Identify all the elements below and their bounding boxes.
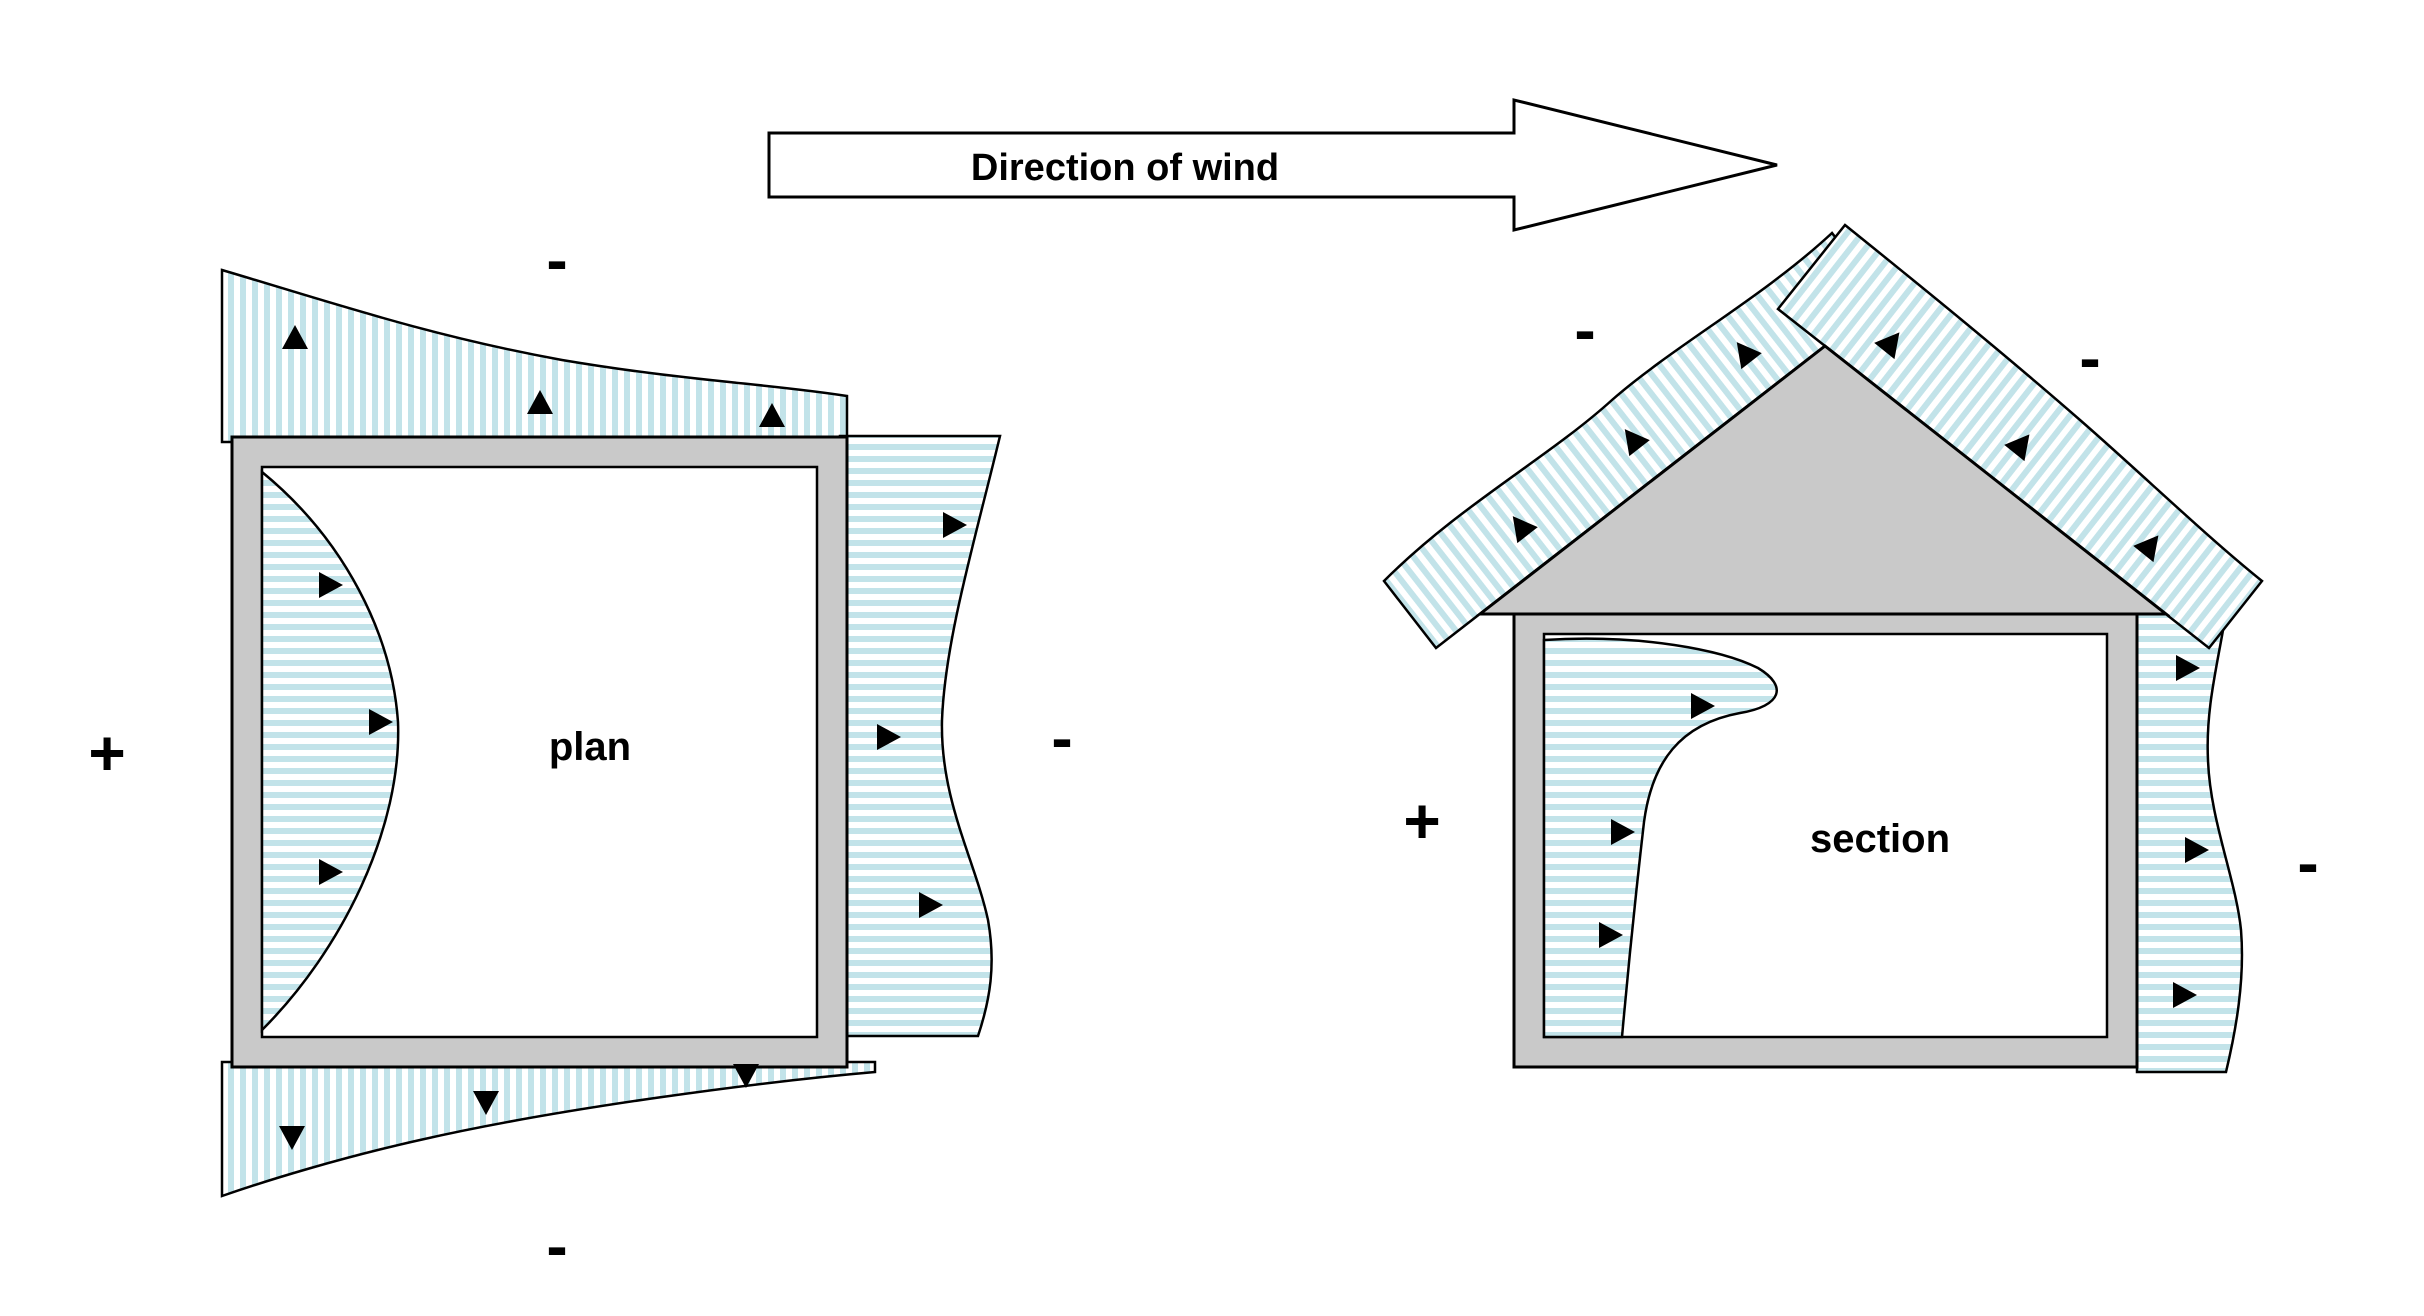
wind-direction-arrow: Direction of wind [767, 98, 1778, 232]
plan-top-suction-band [220, 268, 849, 444]
section-right-suction-band [2135, 584, 2244, 1074]
section-roof-right-suction-band [1776, 223, 2264, 650]
section-roof-left-minus-sign: - [1574, 294, 1595, 366]
section-left-plus-sign: + [1403, 785, 1440, 857]
plan-top-minus-sign: - [546, 224, 567, 296]
section-right-minus-sign: - [2297, 827, 2318, 899]
plan-label: plan [549, 725, 631, 769]
plan-left-plus-sign: + [88, 717, 125, 789]
plan-bottom-suction-band [220, 1060, 877, 1198]
section-view: section + - - - [1382, 223, 2319, 1074]
plan-right-minus-sign: - [1051, 702, 1072, 774]
wind-direction-label: Direction of wind [971, 147, 1279, 189]
section-roof [1475, 344, 2171, 616]
section-roof-right-minus-sign: - [2079, 322, 2100, 394]
section-label: section [1810, 817, 1950, 861]
plan-right-suction-band [838, 434, 1002, 1038]
wind-arrow-shape [767, 98, 1778, 232]
plan-windward-pressure-band [260, 469, 400, 1034]
plan-bottom-minus-sign: - [546, 1210, 567, 1282]
plan-view: plan + - - - [88, 224, 1072, 1282]
